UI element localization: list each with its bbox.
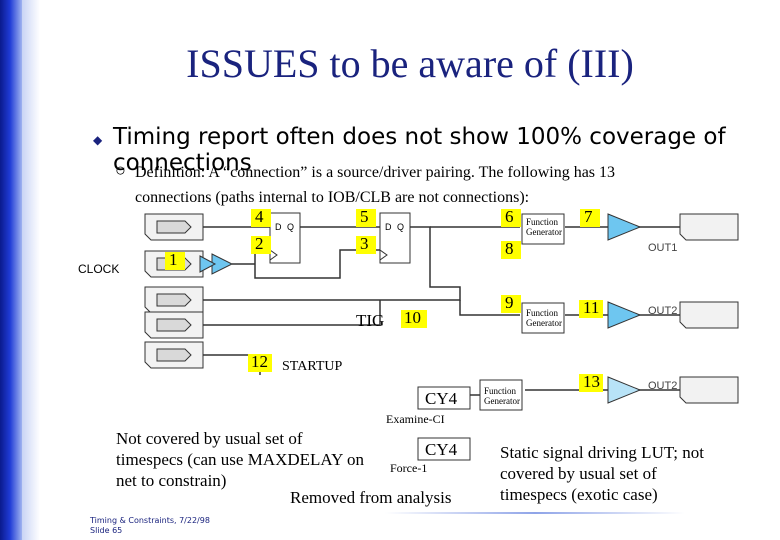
sub-bullet-text: Definition: A “connection” is a source/d… — [135, 160, 735, 210]
badge-8: 8 — [505, 239, 514, 258]
flip-flop-2 — [379, 212, 411, 264]
footer: Timing & Constraints, 7/22/98 Slide 65 — [90, 516, 210, 536]
fg3-label: Function Generator — [484, 386, 520, 406]
ff1-q: Q — [287, 222, 295, 232]
note-left: Not covered by usual set of timespecs (c… — [116, 429, 365, 490]
bullet-text: Timing report often does not show 100% c… — [113, 124, 726, 176]
badge-3: 3 — [360, 234, 369, 253]
out2-label-a: OUT2 — [648, 305, 678, 317]
footer-line-1: Timing & Constraints, 7/22/98 — [90, 516, 210, 525]
sub-line-2: connections (paths internal to IOB/CLB a… — [135, 189, 530, 206]
footer-divider — [385, 512, 685, 514]
sub-line-1: Definition: A “connection” is a source/d… — [135, 164, 616, 181]
iob-input-1 — [144, 213, 204, 241]
badge-11: 11 — [583, 298, 600, 317]
iob-output-2 — [679, 301, 739, 329]
label-clock: CLOCK — [78, 262, 120, 276]
slide-title: ISSUES to be aware of (III) — [186, 41, 634, 86]
ff2-q: Q — [397, 222, 405, 232]
output-buffer-2 — [607, 301, 642, 329]
iob-input-4 — [144, 341, 204, 369]
cy4-label-1: CY4 — [425, 389, 458, 408]
iob-output-1 — [679, 213, 739, 241]
iob-input-3 — [144, 311, 204, 339]
sidebar-decoration — [0, 0, 22, 540]
bullet-diamond-icon: ◆ — [93, 133, 103, 147]
tig-label: TIG — [356, 311, 385, 330]
connection-badges — [165, 209, 603, 392]
flip-flop-1 — [269, 212, 301, 264]
iob-output-3 — [679, 376, 739, 404]
output-buffer-3 — [607, 376, 642, 404]
badge-9: 9 — [505, 293, 514, 312]
fg1-label: Function Generator — [526, 217, 562, 237]
iob-input-2 — [144, 286, 204, 314]
note-right: Static signal driving LUT; not covered b… — [500, 443, 704, 504]
cy4-box-2 — [417, 437, 471, 461]
clock-input-buffer — [199, 255, 217, 273]
ff2-d: D — [385, 222, 392, 232]
badge-13: 13 — [583, 372, 600, 391]
badge-5: 5 — [360, 207, 369, 226]
badge-2: 2 — [255, 234, 264, 253]
footer-line-2: Slide 65 — [90, 526, 123, 535]
force-1-label: Force-1 — [390, 461, 428, 475]
sub-bullet-icon: ○ — [115, 160, 126, 180]
out1-label: OUT1 — [648, 242, 678, 254]
sidebar-fade — [22, 0, 40, 540]
examine-ci-label: Examine-CI — [386, 412, 445, 426]
out2-label-b: OUT2 — [648, 380, 678, 392]
badge-6: 6 — [505, 207, 514, 226]
startup-label: STARTUP — [282, 359, 343, 374]
ff1-d: D — [275, 222, 282, 232]
badge-4: 4 — [255, 207, 264, 226]
badge-10: 10 — [404, 308, 421, 327]
badge-12: 12 — [251, 352, 268, 371]
cy4-box-1 — [417, 386, 471, 410]
output-buffer-1 — [607, 213, 642, 241]
badge-1: 1 — [169, 250, 178, 269]
badge-7: 7 — [584, 207, 593, 226]
fg2-label: Function Generator — [526, 308, 562, 328]
cy4-label-2: CY4 — [425, 440, 458, 459]
note-removed: Removed from analysis — [290, 488, 452, 507]
